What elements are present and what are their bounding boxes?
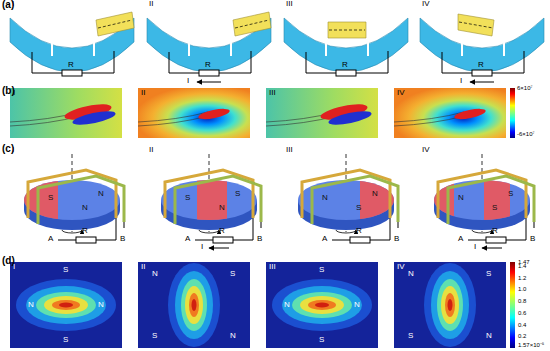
stator-panel <box>284 18 408 76</box>
pole-label: S <box>356 204 361 212</box>
resistor-label: R <box>492 227 498 235</box>
terminal-label: A <box>185 235 190 243</box>
rotor-model <box>434 154 534 248</box>
field-map <box>10 88 122 138</box>
terminal-label: B <box>394 235 399 243</box>
colorbar <box>510 262 515 348</box>
flux-map <box>138 262 250 348</box>
pole-label: N <box>82 204 88 212</box>
terminal-label: B <box>530 235 535 243</box>
flux-map <box>266 262 378 348</box>
colorbar-value: 0.4 <box>518 322 526 328</box>
panel-numeral: III <box>269 263 276 271</box>
colorbar-value: 1.57×10⁻⁵ <box>518 342 544 348</box>
pole-label: S <box>48 194 53 202</box>
pole-label: N <box>372 190 378 198</box>
rotor-model <box>298 154 398 243</box>
pole-label: S <box>408 332 413 340</box>
pole-label: S <box>492 204 497 212</box>
pole-label: N <box>28 301 34 309</box>
rotor-model <box>24 154 124 243</box>
resistor-label: R <box>205 61 211 69</box>
current-label: I <box>460 77 462 85</box>
colorbar-value: 1.2 <box>518 275 526 281</box>
colorbar-value: 0.8 <box>518 298 526 304</box>
panel-numeral: II <box>149 146 153 154</box>
pole-label: S <box>486 270 491 278</box>
panel-numeral: IV <box>397 263 405 271</box>
current-label: I <box>474 243 476 251</box>
panel-numeral: II <box>141 263 145 271</box>
pole-label: N <box>284 301 290 309</box>
resistor-label: R <box>356 227 362 235</box>
pole-label: S <box>185 194 190 202</box>
panel-numeral: III <box>286 146 293 154</box>
colorbar-value: -6×10⁷ <box>517 131 535 137</box>
pole-label: S <box>319 336 324 344</box>
terminal-label: A <box>322 235 327 243</box>
current-label: I <box>201 243 203 251</box>
pole-label: N <box>219 204 225 212</box>
panel-numeral: IV <box>422 0 430 8</box>
terminal-label: A <box>48 235 53 243</box>
pole-label: N <box>486 332 492 340</box>
terminal-label: B <box>120 235 125 243</box>
field-map <box>138 88 250 138</box>
colorbar-value: 0.2 <box>518 333 526 339</box>
panel-numeral: I <box>13 89 15 97</box>
pole-label: S <box>230 270 235 278</box>
panel-numeral: III <box>286 0 293 8</box>
terminal-label: A <box>458 235 463 243</box>
panel-tag: (b) <box>2 86 15 96</box>
colorbar-value: 6×10⁷ <box>517 85 533 91</box>
pole-label: S <box>152 332 157 340</box>
resistor-label: R <box>342 61 348 69</box>
resistor-label: R <box>219 227 225 235</box>
pole-label: N <box>322 194 328 202</box>
pole-label: N <box>230 332 236 340</box>
field-map <box>394 88 506 138</box>
pole-label: N <box>98 190 104 198</box>
resistor-label: R <box>68 61 74 69</box>
panel-numeral: II <box>149 0 153 8</box>
current-label: I <box>187 77 189 85</box>
stator-panel <box>10 12 134 76</box>
pole-label: S <box>508 190 513 198</box>
panel-numeral: III <box>269 89 276 97</box>
flux-map <box>394 262 506 348</box>
panel-numeral: I <box>13 263 15 271</box>
colorbar-value: 1.4 <box>518 263 526 269</box>
pole-label: S <box>63 266 68 274</box>
flux-map <box>10 262 122 348</box>
panel-numeral: IV <box>397 89 405 97</box>
pole-label: N <box>458 194 464 202</box>
resistor-label: R <box>82 227 88 235</box>
field-map <box>266 88 378 138</box>
colorbar-value: 0.6 <box>518 310 526 316</box>
panel-numeral: II <box>141 89 145 97</box>
pole-label: S <box>319 266 324 274</box>
pole-label: N <box>408 270 414 278</box>
stator-panel <box>420 14 544 82</box>
panel-numeral: I <box>12 146 14 154</box>
panel-tag: (d) <box>2 256 15 266</box>
stator-panel <box>147 12 271 82</box>
rotor-model <box>161 154 261 248</box>
pole-label: N <box>98 301 104 309</box>
pole-label: N <box>152 270 158 278</box>
pole-label: S <box>63 336 68 344</box>
panel-numeral: IV <box>422 146 430 154</box>
colorbar <box>510 88 515 138</box>
terminal-label: B <box>257 235 262 243</box>
colorbar-value: 1.0 <box>518 286 526 292</box>
pole-label: N <box>354 301 360 309</box>
pole-label: S <box>235 190 240 198</box>
panel-numeral: I <box>12 0 14 8</box>
resistor-label: R <box>478 61 484 69</box>
